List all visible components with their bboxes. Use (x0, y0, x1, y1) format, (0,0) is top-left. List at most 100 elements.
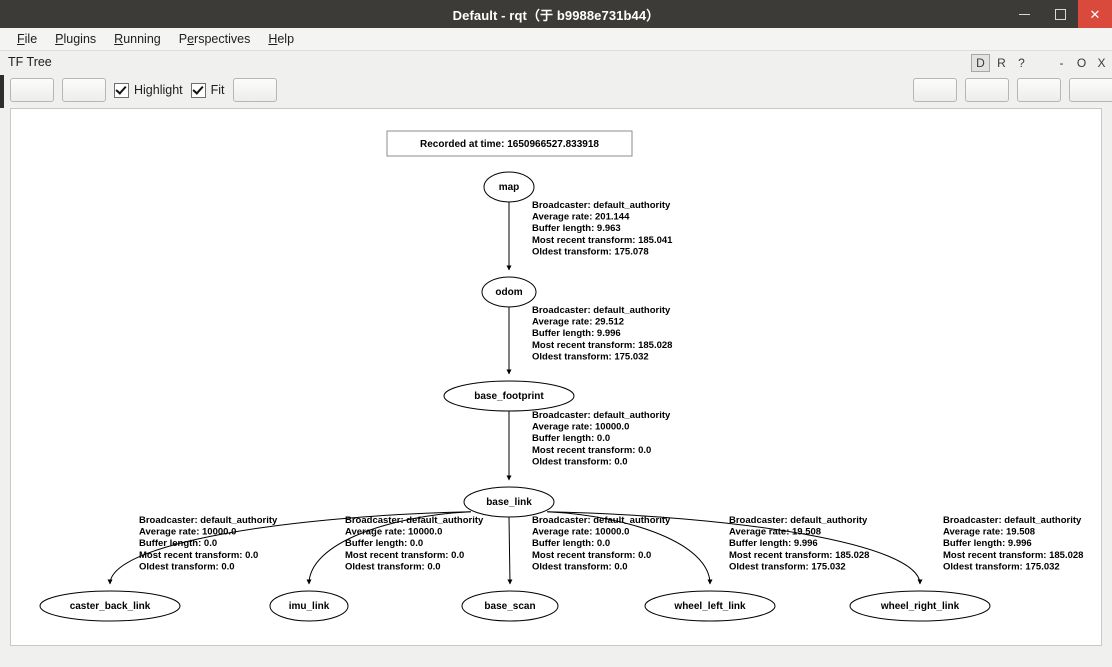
graph-edge-label-line: Oldest transform: 175.032 (729, 561, 846, 572)
menu-running[interactable]: Running (105, 30, 170, 48)
dock-title: TF Tree (8, 55, 52, 69)
menu-running-rest: unning (123, 32, 161, 46)
recorded-at-box-group: Recorded at time: 1650966527.833918 (386, 130, 633, 157)
graph-node-label: imu_link (289, 601, 330, 612)
toolbar-right-button-1[interactable] (913, 78, 957, 102)
toolbar-right-button-4[interactable] (1069, 78, 1112, 102)
toolbar-button-1[interactable] (10, 78, 54, 102)
graph-edge-label-line: Most recent transform: 185.041 (532, 235, 673, 246)
graph-edge-label-line: Average rate: 10000.0 (139, 527, 236, 538)
menu-help-rest: elp (277, 32, 295, 46)
graph-edge-label-line: Buffer length: 0.0 (532, 538, 610, 549)
graph-edge-label-line: Average rate: 10000.0 (532, 527, 629, 538)
fit-checkbox-label: Fit (210, 83, 225, 97)
fit-checkbox[interactable]: Fit (190, 82, 225, 98)
graph-node-map[interactable]: map (483, 171, 535, 203)
graph-node-label: caster_back_link (70, 601, 151, 612)
highlight-checkbox-box[interactable] (114, 82, 129, 98)
dock-button-r[interactable]: R (997, 56, 1006, 70)
graph-nodes: map odom base_footprint base_link caster_bac… (39, 171, 991, 622)
toolbar-left-group: Highlight Fit (10, 76, 277, 104)
graph-node-shape[interactable] (644, 590, 776, 622)
menu-perspectives-label: P (178, 32, 188, 46)
graph-edge (107, 511, 471, 585)
graph-node-shape[interactable] (849, 590, 991, 622)
graph-edge-label-line: Most recent transform: 185.028 (729, 550, 869, 561)
graph-node-base_link[interactable]: base_link (463, 486, 555, 518)
window-titlebar: Default - rqt（于 b9988e731b44） ✕ (0, 0, 1112, 28)
graph-edge-label-line: Buffer length: 0.0 (345, 538, 423, 549)
graph-node-imu_link[interactable]: imu_link (269, 590, 349, 622)
toolbar-right-group (913, 76, 1112, 104)
graph-node-shape[interactable] (483, 171, 535, 203)
graph-node-shape[interactable] (443, 380, 575, 412)
graph-edge-label-line: Average rate: 201.144 (532, 212, 630, 223)
menu-file-mnemonic: F (17, 32, 25, 46)
graph-node-shape[interactable] (39, 590, 181, 622)
menu-perspectives[interactable]: Perspectives (170, 30, 260, 48)
dock-button-help[interactable]: ? (1018, 56, 1025, 70)
toolbar-button-2[interactable] (62, 78, 106, 102)
graph-edge-label-line: Most recent transform: 185.028 (943, 550, 1083, 561)
graph-node-base_footprint[interactable]: base_footprint (443, 380, 575, 412)
minimize-button[interactable] (1006, 0, 1042, 28)
menu-plugins[interactable]: Plugins (46, 30, 105, 48)
graph-node-label: base_scan (484, 601, 535, 612)
toolbar-right-button-2[interactable] (965, 78, 1009, 102)
graph-node-base_scan[interactable]: base_scan (461, 590, 559, 622)
graph-edge-label-line: Broadcaster: default_authority (729, 515, 868, 526)
dock-button-minus[interactable]: - (1059, 56, 1064, 70)
toolbar-button-3[interactable] (232, 78, 277, 102)
graph-edge-label-line: Buffer length: 9.996 (943, 538, 1032, 549)
graph-edge-label-line: Buffer length: 9.996 (532, 328, 621, 339)
graph-edge-label-line: Broadcaster: default_authority (943, 515, 1082, 526)
graph-edge-label-line: Broadcaster: default_authority (532, 200, 671, 211)
graph-edge-label-line: Average rate: 19.508 (943, 527, 1035, 538)
graph-node-label: base_footprint (474, 391, 544, 402)
graph-edge-label-line: Buffer length: 0.0 (532, 433, 610, 444)
fit-checkbox-box[interactable] (190, 82, 206, 98)
graph-node-shape[interactable] (461, 590, 559, 622)
graph-node-shape[interactable] (481, 276, 537, 308)
toolbar-right-button-3[interactable] (1017, 78, 1061, 102)
maximize-button[interactable] (1042, 0, 1078, 28)
graph-edge-label-line: Oldest transform: 0.0 (345, 561, 441, 572)
graph-edge-label-line: Broadcaster: default_authority (139, 515, 278, 526)
highlight-checkbox-label: Highlight (134, 83, 183, 97)
highlight-checkbox[interactable]: Highlight (114, 82, 183, 98)
graph-edge (547, 511, 923, 585)
tf-tree-toolbar: Highlight Fit (0, 76, 1112, 104)
graph-node-odom[interactable]: odom (481, 276, 537, 308)
graph-edge-label-line: Broadcaster: default_authority (532, 410, 671, 421)
minimize-icon (1018, 13, 1030, 15)
graph-edge (507, 516, 513, 585)
graph-edge-label-line: Average rate: 10000.0 (345, 527, 442, 538)
menu-file[interactable]: File (8, 30, 46, 48)
graph-edge-label-line: Buffer length: 9.963 (532, 223, 621, 234)
menu-plugins-mnemonic: P (55, 32, 64, 46)
graph-node-caster_back_link[interactable]: caster_back_link (39, 590, 181, 622)
dock-button-d[interactable]: D (971, 54, 990, 72)
close-button[interactable]: ✕ (1078, 0, 1112, 28)
dock-button-o[interactable]: O (1076, 56, 1087, 70)
tf-tree-canvas[interactable]: map odom base_footprint base_link caster_bac… (10, 108, 1102, 646)
graph-edge-label-line: Buffer length: 9.996 (729, 538, 818, 549)
graph-node-wheel_left_link[interactable]: wheel_left_link (644, 590, 776, 622)
graph-node-shape[interactable] (269, 590, 349, 622)
graph-edge (306, 511, 471, 585)
graph-node-shape[interactable] (463, 486, 555, 518)
menu-perspectives-mnemonic: e (187, 32, 195, 46)
graph-node-wheel_right_link[interactable]: wheel_right_link (849, 590, 991, 622)
graph-edge-label-line: Oldest transform: 175.078 (532, 246, 649, 257)
graph-edge-label-line: Oldest transform: 0.0 (532, 456, 628, 467)
dock-button-x[interactable]: X (1097, 56, 1106, 70)
menu-help[interactable]: Help (259, 30, 303, 48)
window-title: Default - rqt（于 b9988e731b44） (452, 7, 660, 23)
